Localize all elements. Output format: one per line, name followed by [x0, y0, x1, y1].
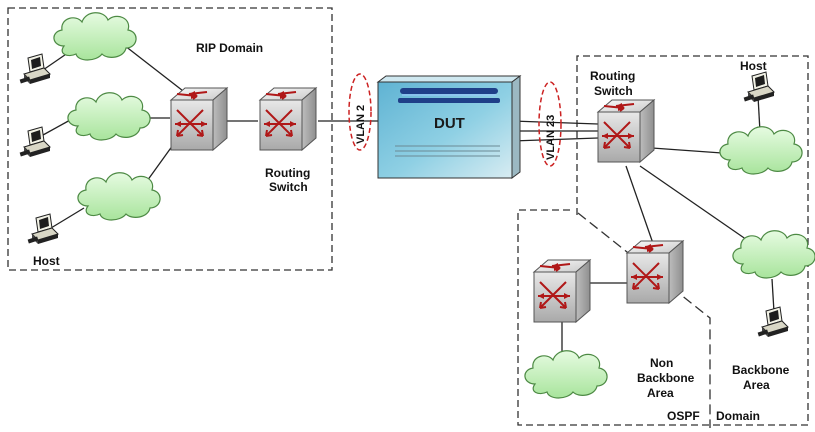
non-backbone-label-line1: Non: [650, 356, 673, 370]
routing-switch-icon: [533, 259, 591, 323]
host-label: Host: [33, 254, 60, 268]
domain-label: Domain: [716, 409, 760, 423]
host-label: Host: [740, 59, 767, 73]
host-computer-icon: [27, 213, 59, 245]
rip-domain-boundary: [7, 7, 333, 271]
routing-switch-label-line1: Routing: [590, 69, 635, 83]
routing-switch-label-line2: Switch: [594, 84, 633, 98]
host-computer-icon: [757, 306, 789, 338]
host-computer-icon: [19, 126, 51, 158]
dut-label: DUT: [434, 115, 465, 132]
vlan-ellipse: [538, 81, 562, 167]
ospf-domain-boundary: [517, 55, 809, 426]
network-links: [42, 41, 775, 352]
vlan-23-label: VLAN 23: [545, 115, 557, 160]
host-computer-icon: [743, 71, 775, 103]
routing-switch-icon: [259, 87, 317, 151]
cloud-icon: [53, 12, 137, 61]
vlan-ellipse: [348, 73, 372, 151]
routing-switch-label-line2: Switch: [269, 180, 308, 194]
backbone-label-line1: Backbone: [732, 363, 790, 377]
routing-switch-icon: [170, 87, 228, 151]
rip-domain-label: RIP Domain: [196, 41, 263, 55]
routing-switch-icon: [597, 99, 655, 163]
routing-switch-label-line1: Routing: [265, 166, 310, 180]
cloud-icon: [732, 230, 815, 279]
vlan-2-label: VLAN 2: [355, 105, 367, 144]
dut-device: [376, 75, 522, 179]
cloud-icon: [719, 126, 803, 175]
cloud-icon: [67, 92, 151, 141]
area-divider: [577, 212, 711, 428]
non-backbone-label-line2: Backbone: [637, 371, 695, 385]
cloud-icon: [77, 172, 161, 221]
ospf-label: OSPF: [667, 409, 700, 423]
host-computer-icon: [19, 53, 51, 85]
non-backbone-label-line3: Area: [647, 386, 674, 400]
backbone-label-line2: Area: [743, 378, 770, 392]
cloud-icon: [524, 350, 608, 399]
routing-switch-icon: [626, 240, 684, 304]
